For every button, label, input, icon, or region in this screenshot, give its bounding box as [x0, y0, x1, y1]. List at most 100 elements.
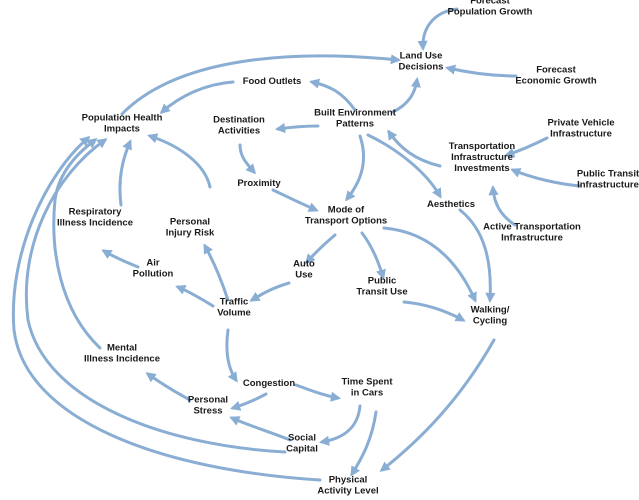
edge-injury-risk-to-population-health: [147, 133, 212, 189]
node-label-line: Infrastructure: [577, 180, 639, 191]
edge-air-pollution-to-respiratory: [101, 249, 140, 269]
node-label-line: Physical: [329, 475, 368, 486]
node-label-line: Population Health: [82, 113, 163, 124]
edge-proximity-to-mode: [271, 188, 319, 212]
edge-built-env-to-land-use: [391, 76, 421, 114]
node-label-line: Transit Use: [356, 287, 407, 298]
node-label-line: Auto: [293, 259, 315, 270]
node-label-line: Proximity: [237, 178, 281, 189]
node-label-line: Use: [295, 270, 312, 281]
node-label-line: Social: [288, 433, 316, 444]
edge-time-in-cars-to-social-capital: [318, 404, 362, 446]
node-label-line: Food Outlets: [243, 76, 302, 87]
edge-economic-growth-to-land-use: [445, 64, 518, 78]
node-label-line: Walking/: [471, 305, 510, 316]
edge-mode-to-public-transit-use: [360, 231, 386, 280]
node-label-line: Transportation: [449, 141, 516, 152]
edge-physical-activity-to-population-health: [11, 136, 322, 482]
node-label-line: Pollution: [133, 269, 174, 280]
edge-congestion-to-personal-stress: [230, 392, 268, 411]
node-label-line: Mental: [107, 343, 137, 354]
node-label-line: Illness Incidence: [84, 354, 160, 365]
node-label-line: Private Vehicle: [547, 118, 614, 129]
edge-traffic-to-air-pollution: [175, 285, 215, 308]
node-label-line: Patterns: [336, 119, 374, 130]
edge-mental-illness-to-population-health: [52, 138, 102, 350]
node-label-line: Infrastructure: [501, 233, 563, 244]
edge-food-outlets-to-population-health: [159, 80, 235, 115]
node-label-line: Cycling: [473, 316, 508, 327]
edge-built-env-to-destination-activities: [274, 122, 320, 134]
edge-time-in-cars-to-physical-activity: [350, 410, 378, 477]
node-label-line: Air: [146, 258, 160, 269]
edge-destination-to-proximity: [238, 143, 257, 175]
node-label-line: Infrastructure: [550, 129, 612, 140]
node-label-line: Traffic: [220, 297, 249, 308]
node-proximity: Proximity: [237, 178, 281, 189]
node-congestion: Congestion: [243, 378, 295, 389]
edge-auto-use-to-traffic: [249, 281, 291, 302]
node-label-line: Personal: [170, 217, 210, 228]
node-label-line: Capital: [286, 444, 318, 455]
node-aesthetics: Aesthetics: [427, 199, 475, 210]
edge-congestion-to-time-in-cars: [294, 383, 342, 402]
node-label-line: Public: [368, 276, 397, 287]
edge-private-vehicle-to-transport-investments: [504, 136, 549, 158]
node-label-line: Injury Risk: [166, 228, 215, 239]
node-label-line: Impacts: [104, 124, 140, 135]
node-label-line: Respiratory: [69, 207, 123, 218]
node-label-line: Economic Growth: [515, 76, 596, 87]
edge-aesthetics-to-walking: [458, 208, 496, 304]
node-label-line: Investments: [454, 163, 509, 174]
node-label-line: Land Use: [400, 51, 443, 62]
edge-social-capital-to-population-health: [24, 138, 287, 454]
node-label-line: Public Transit: [577, 169, 639, 180]
edge-public-transit-infra-to-transport-investments: [510, 168, 582, 188]
node-label-line: Activities: [218, 126, 260, 137]
node-label-line: Activity Level: [317, 486, 378, 497]
node-label-line: Time Spent: [341, 377, 393, 388]
edge-traffic-to-congestion: [225, 328, 238, 383]
node-label-line: Active Transportation: [483, 222, 581, 233]
edge-built-env-to-food-outlets: [309, 78, 357, 112]
node-label-line: Congestion: [243, 378, 295, 389]
node-label-line: Infrastructure: [451, 152, 513, 163]
node-label-line: Stress: [193, 406, 222, 417]
edges: [11, 7, 582, 482]
node-label-line: Personal: [188, 395, 228, 406]
node-label-line: Aesthetics: [427, 199, 475, 210]
edge-population-growth-to-land-use: [417, 7, 459, 52]
edge-population-health-to-land-use: [120, 54, 402, 116]
edge-built-env-to-aesthetics: [366, 133, 442, 199]
node-label-line: Mode of: [328, 205, 365, 216]
edge-transport-investments-to-built-env: [387, 129, 442, 168]
node-label-line: Transport Options: [305, 216, 387, 227]
node-label-line: Forecast: [536, 65, 576, 76]
edge-active-infra-to-transport-investments: [488, 184, 517, 227]
edge-public-transit-use-to-walking: [402, 300, 466, 322]
node-label-line: Decisions: [399, 62, 444, 73]
edge-social-capital-to-personal-stress: [229, 416, 292, 442]
edge-walking-to-physical-activity: [379, 338, 496, 472]
node-food-outlets: Food Outlets: [243, 76, 302, 87]
